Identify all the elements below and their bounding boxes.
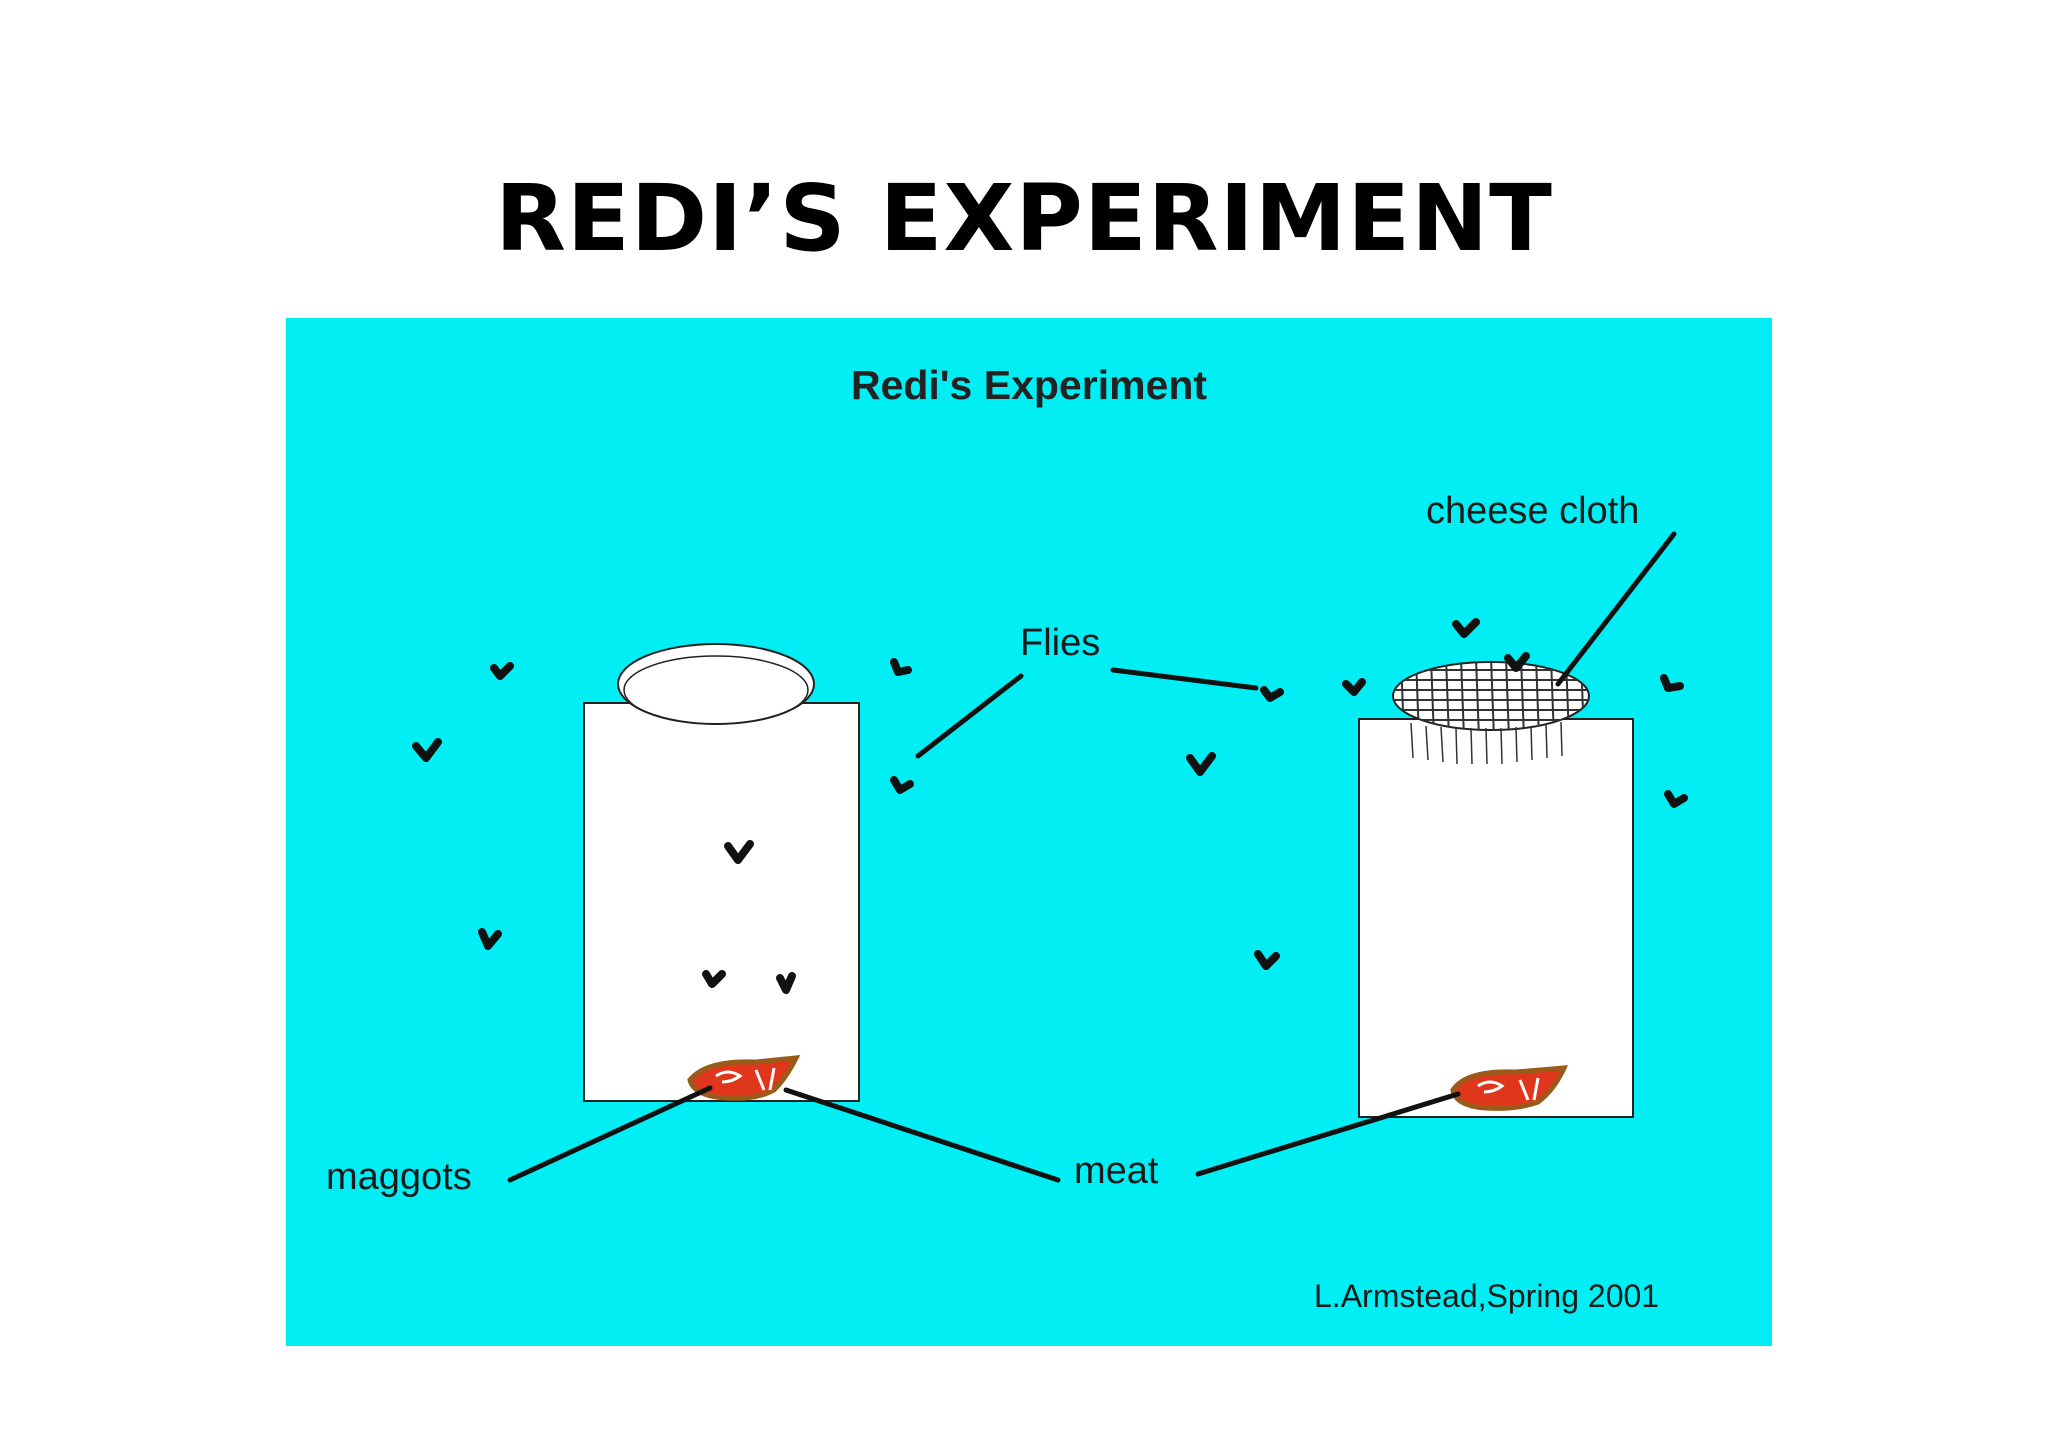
fly	[1186, 752, 1216, 776]
fly	[478, 928, 502, 950]
fly	[1504, 652, 1530, 672]
right-jar	[1358, 718, 1634, 1118]
flies-leader-left	[915, 673, 1024, 759]
diagram-drawing	[412, 531, 1688, 1183]
left-jar-cover-rim	[623, 655, 809, 725]
diagram-panel: Redi's Experiment cheese cloth Flies mag…	[286, 318, 1772, 1346]
cheese-cloth-mesh	[1392, 661, 1590, 765]
fly	[1660, 674, 1684, 692]
cheese-cloth-leader	[1555, 531, 1677, 687]
fly	[776, 972, 796, 994]
flies-leader-right	[1110, 667, 1259, 691]
fly	[890, 776, 914, 794]
maggots-label: maggots	[326, 1156, 472, 1198]
fly	[1342, 678, 1366, 696]
credit-text: L.Armstead,Spring 2001	[1314, 1278, 1660, 1314]
diagram-title: Redi's Experiment	[850, 362, 1208, 408]
fly	[1254, 950, 1280, 970]
meat-label: meat	[1074, 1150, 1159, 1192]
meat-leader-right	[1195, 1091, 1461, 1177]
fly	[412, 738, 442, 762]
fly	[1664, 790, 1688, 808]
flies-label: Flies	[1020, 622, 1101, 664]
maggots-leader	[507, 1085, 713, 1183]
cheese-cloth-label: cheese cloth	[1426, 490, 1640, 532]
fly	[490, 662, 514, 680]
fly	[1452, 618, 1480, 638]
right-meat	[1450, 1065, 1569, 1111]
fly	[890, 658, 912, 676]
fly	[702, 970, 726, 988]
fly	[724, 840, 754, 864]
slide-title: REDI’S EXPERIMENT	[495, 165, 1553, 272]
left-meat	[687, 1055, 801, 1101]
left-jar	[583, 702, 860, 1102]
meat-leader-left	[783, 1087, 1061, 1183]
fly	[1260, 686, 1284, 702]
